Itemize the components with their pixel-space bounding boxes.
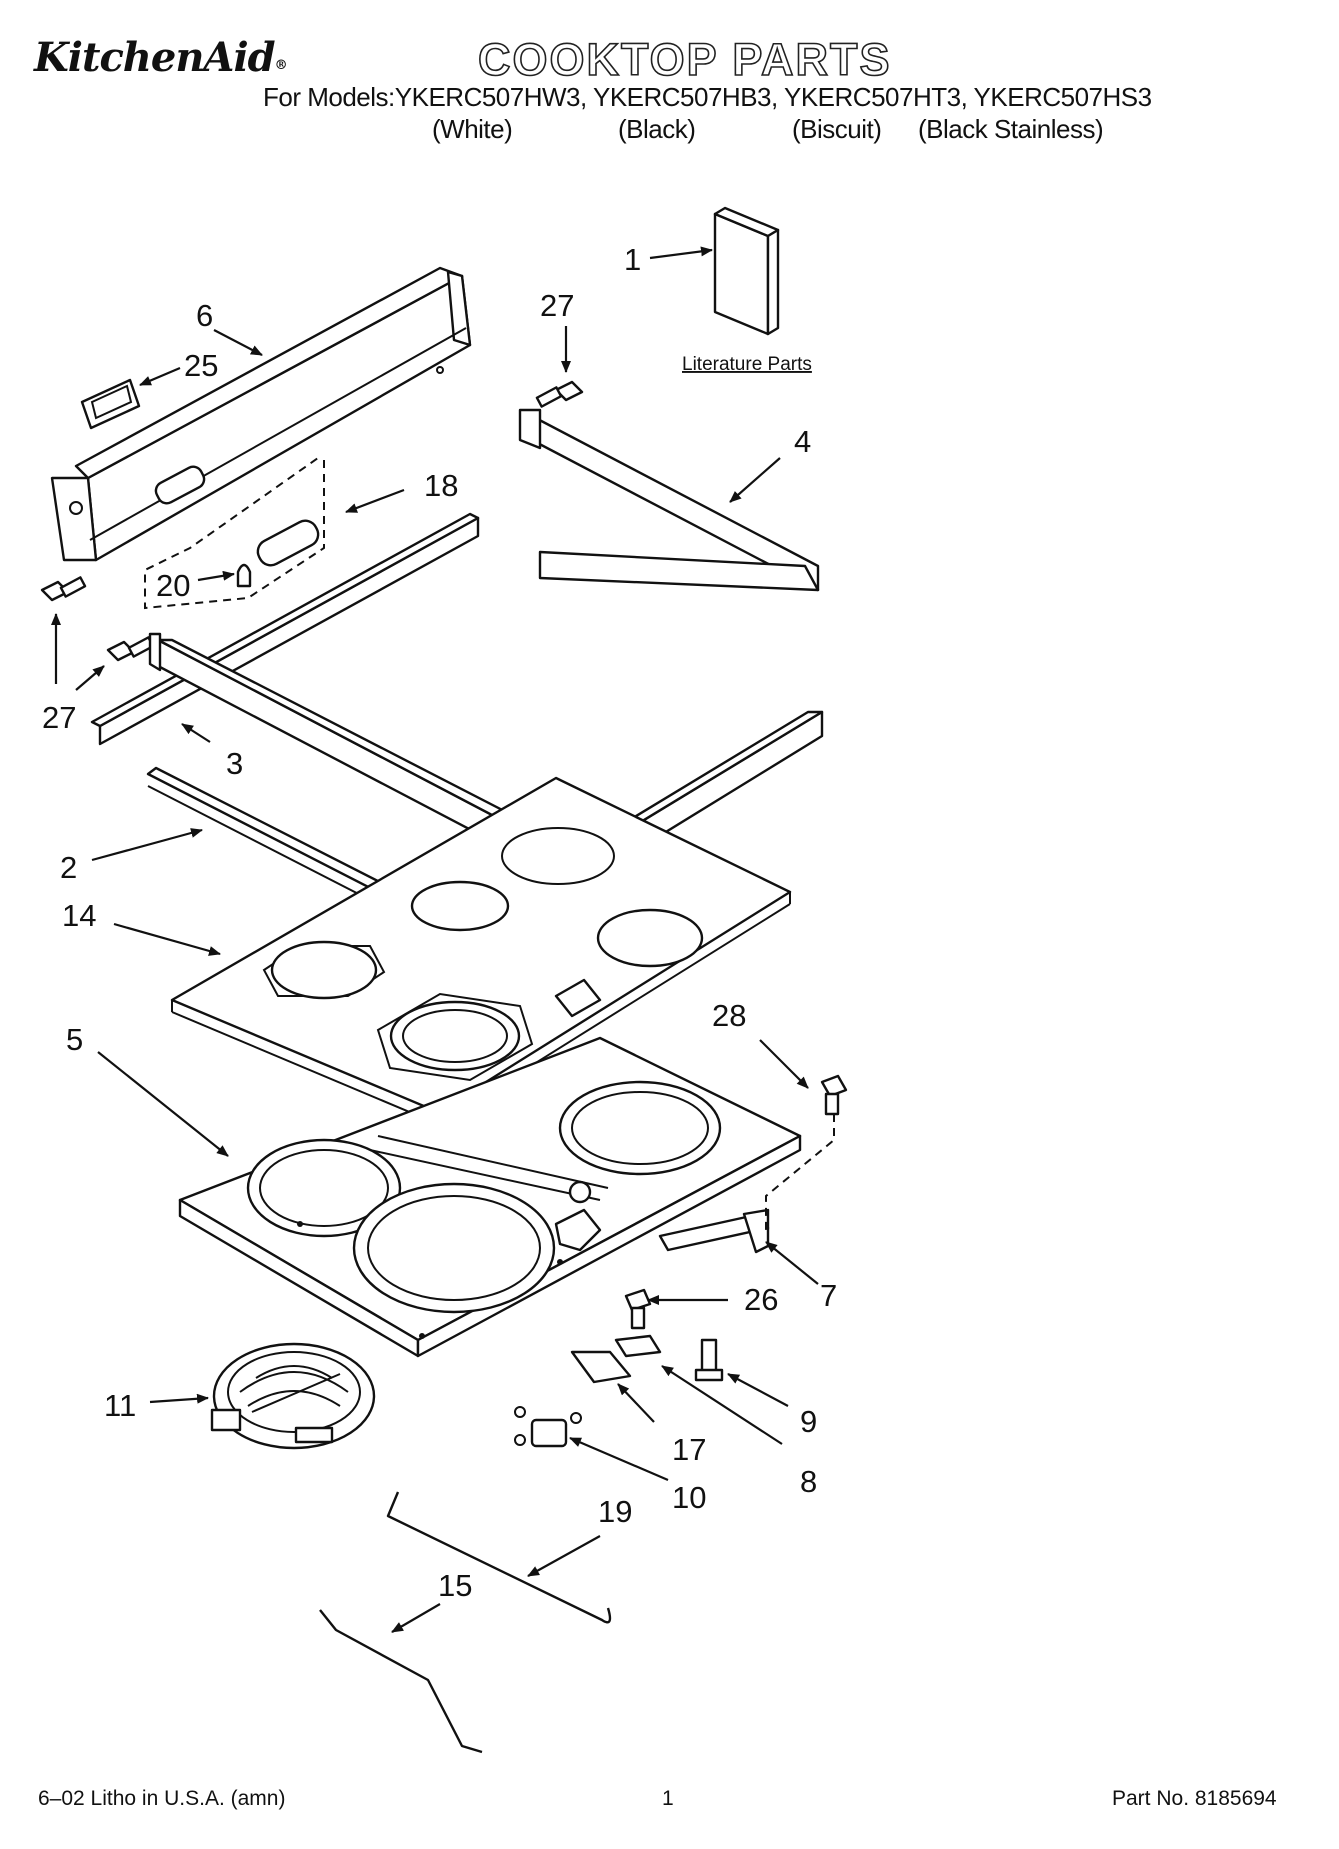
control-panel: [50, 266, 472, 562]
callout-26: 26: [744, 1282, 778, 1317]
screw-27-left-lower: [106, 636, 155, 662]
nameplate-badge: [80, 378, 141, 430]
callout-20: 20: [156, 568, 190, 603]
callout-11: 11: [104, 1388, 136, 1423]
color-black-stainless: (Black Stainless): [918, 114, 1104, 144]
callout-1: 1: [624, 242, 641, 277]
screw-27-left-upper: [40, 576, 87, 602]
callout-28: 28: [712, 998, 746, 1033]
screw-26: [624, 1288, 652, 1330]
screw-27-top: [535, 380, 584, 408]
wire-19: [386, 1491, 612, 1624]
color-white: (White): [432, 114, 513, 144]
screw-28: [820, 1074, 848, 1116]
color-black: (Black): [618, 114, 696, 144]
kitchenaid-logo: KitchenAid®: [34, 34, 288, 81]
rear-bracket: [658, 1100, 835, 1254]
rear-frame: [518, 408, 820, 592]
literature-parts-label: Literature Parts: [682, 354, 812, 375]
literature-booklet: [713, 206, 780, 336]
callout-27-left: 27: [42, 700, 76, 735]
callout-8: 8: [800, 1464, 817, 1499]
callout-15: 15: [438, 1568, 472, 1603]
callout-2: 2: [60, 850, 77, 885]
callout-4: 4: [794, 424, 811, 459]
callout-19: 19: [598, 1494, 632, 1529]
clip-8: [614, 1334, 662, 1358]
callout-3: 3: [226, 746, 243, 781]
callout-18: 18: [424, 468, 458, 503]
switch-10: [514, 1406, 582, 1448]
burner-box: [178, 1036, 802, 1358]
callout-17: 17: [672, 1432, 706, 1467]
leveling-leg-9: [694, 1338, 724, 1382]
callout-14: 14: [62, 898, 96, 933]
switch-and-clip: [144, 457, 325, 610]
callout-9: 9: [800, 1404, 817, 1439]
models-line: For Models:YKERC507HW3, YKERC507HB3, YKE…: [263, 82, 1152, 112]
callout-7: 7: [820, 1278, 837, 1313]
glass-cooktop: [170, 776, 792, 1125]
callout-6: 6: [196, 298, 213, 333]
wire-15: [319, 1609, 483, 1754]
footer-part-number: Part No. 8185694: [1112, 1787, 1277, 1810]
callout-5: 5: [66, 1022, 83, 1057]
footer-litho: 6–02 Litho in U.S.A. (amn): [38, 1787, 286, 1810]
page-title: COOKTOP PARTS: [477, 33, 892, 86]
callout-27-top: 27: [540, 288, 574, 323]
footer-page-number: 1: [662, 1787, 674, 1810]
radiant-element-11: [210, 1342, 376, 1450]
callout-25: 25: [184, 348, 218, 383]
callout-10: 10: [672, 1480, 706, 1515]
color-biscuit: (Biscuit): [792, 114, 882, 144]
clip-17: [570, 1350, 632, 1384]
